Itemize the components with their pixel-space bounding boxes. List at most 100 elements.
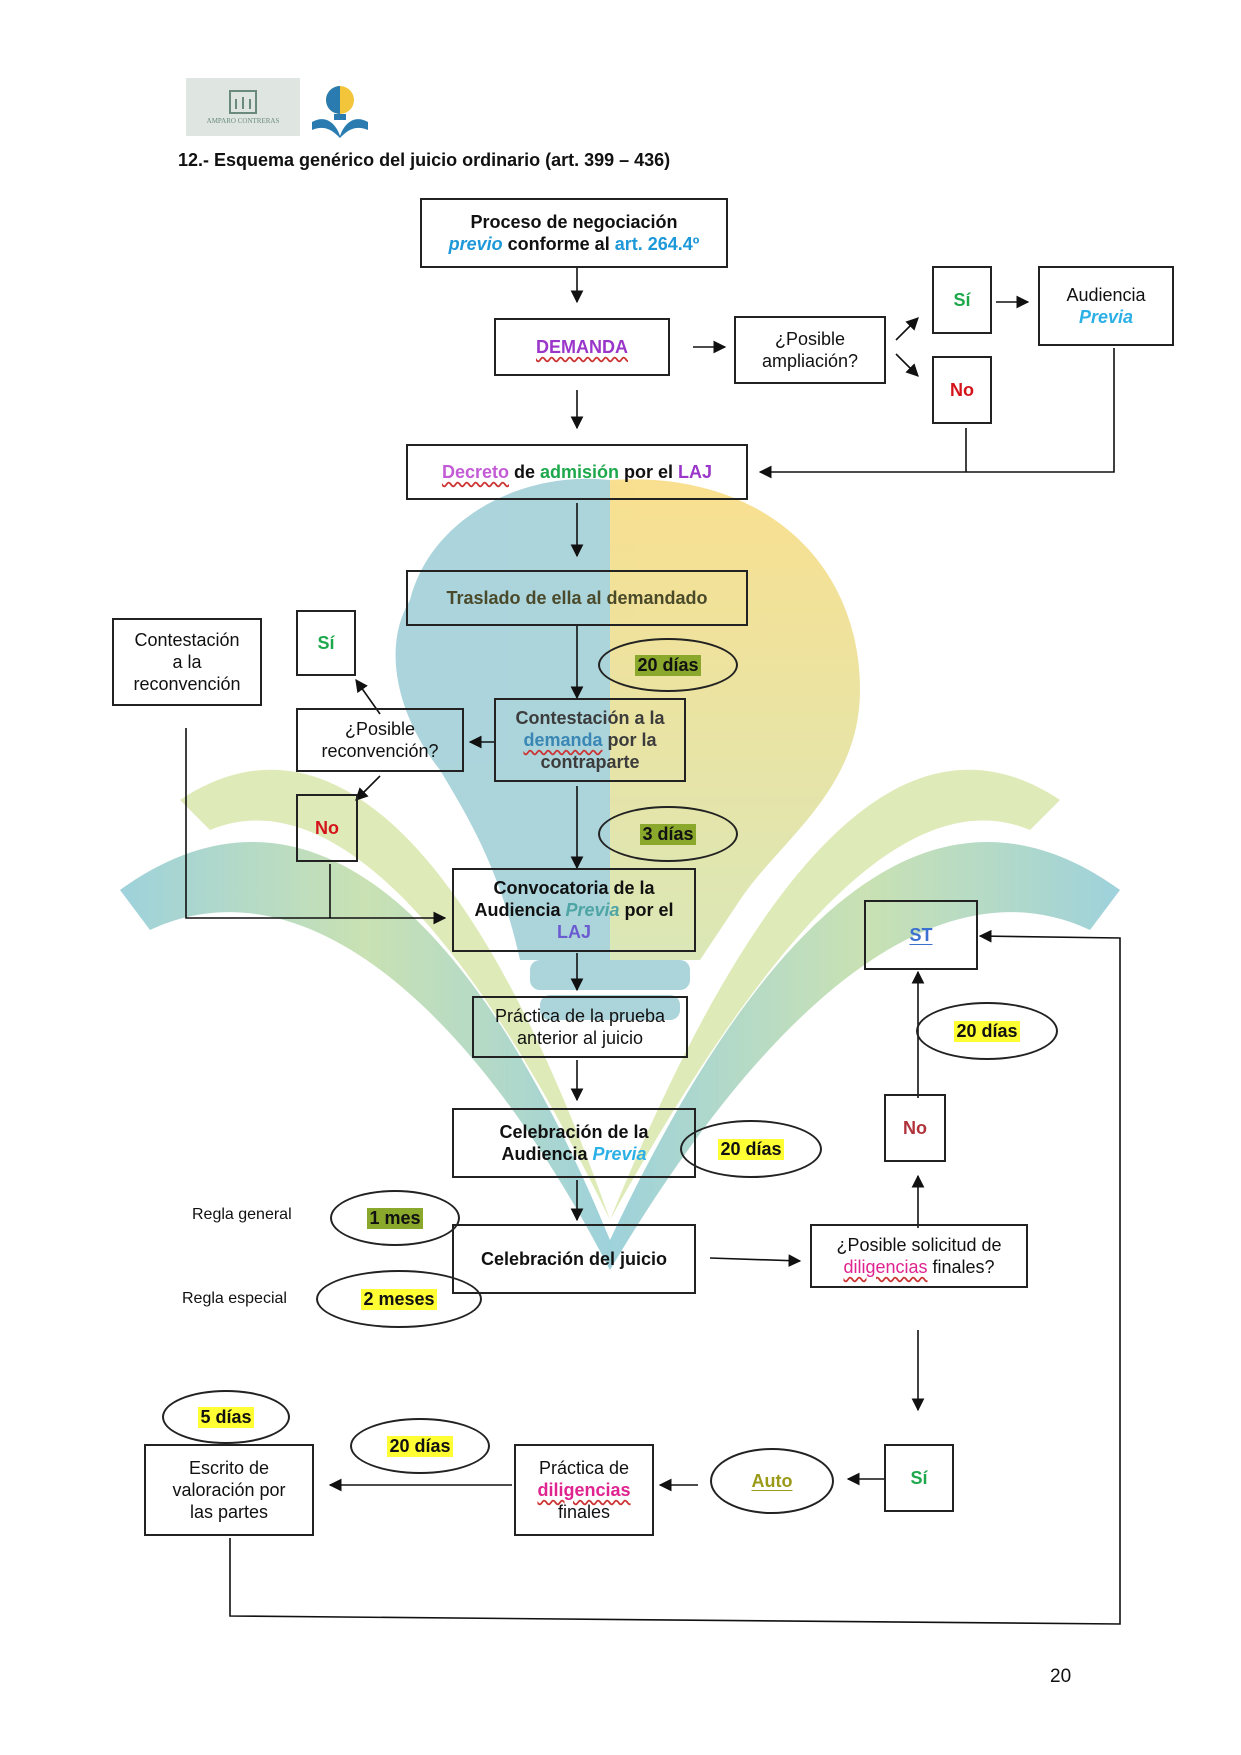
convocatoria-laj: LAJ [556,922,591,942]
page-title: 12.- Esquema genérico del juicio ordinar… [178,150,671,170]
node-celebracion-juicio: Celebración del juicio [452,1224,696,1294]
celeb-aud-audiencia: Audiencia [501,1144,593,1164]
timing-2-meses-label: 2 meses [361,1288,437,1310]
timing-20-dias-st-label: 20 días [954,1020,1020,1042]
decreto-laj: LAJ [678,462,713,482]
timing-20-dias-contestacion: 20 días [598,638,738,692]
negociacion-articulo: art. 264.4º [614,234,700,254]
timing-20-dias-audiencia-label: 20 días [718,1138,784,1160]
si-top-label: Sí [953,290,971,310]
practica-dilig-line3: finales [557,1502,611,1522]
aud-top-line1: Audiencia [1066,285,1146,305]
escrito-line1: Escrito de [188,1458,270,1478]
node-practica-prueba: Práctica de la prueba anterior al juicio [472,996,688,1058]
decreto-word: Decreto [441,462,509,482]
contest-line1: Contestación a la [515,708,665,728]
celeb-juicio-label: Celebración del juicio [480,1249,668,1269]
timing-3-dias: 3 días [598,806,738,862]
escrito-line3: las partes [189,1502,269,1522]
node-si-left: Sí [296,610,356,676]
label-regla-especial: Regla especial [182,1290,287,1307]
node-demanda: DEMANDA [494,318,670,376]
node-no-right: No [884,1094,946,1162]
st-label: ST [909,925,933,945]
node-no-top: No [932,356,992,424]
convocatoria-por-el: por el [619,900,674,920]
logo-amparo: AMPARO CONTRERAS [186,78,300,136]
auto-label: Auto [751,1470,793,1491]
decreto-admision: admisión [540,462,620,482]
timing-3-dias-label: 3 días [640,823,696,845]
escrito-line2: valoración por [172,1480,286,1500]
negociacion-line1: Proceso de negociación [470,212,678,232]
timing-20-dias-contestacion-label: 20 días [635,654,701,676]
practica-dilig-line1: Práctica de [538,1458,630,1478]
node-contestacion-demanda: Contestación a la demanda por la contrap… [494,698,686,782]
contest-recon-line1: Contestación [134,630,240,650]
timing-20-dias-bottom-label: 20 días [387,1435,453,1457]
node-si-top: Sí [932,266,992,334]
timing-20-dias-bottom: 20 días [350,1418,490,1474]
negociacion-previo: previo [448,234,503,254]
node-convocatoria: Convocatoria de la Audiencia Previa por … [452,868,696,952]
label-regla-general: Regla general [192,1206,292,1223]
node-practica-diligencias: Práctica de diligencias finales [514,1444,654,1536]
timing-2-meses: 2 meses [316,1270,482,1328]
negociacion-conforme: conforme al [502,234,615,254]
node-posible-solicitud: ¿Posible solicitud de diligencias finale… [810,1224,1028,1288]
contest-demanda: demanda [523,730,603,750]
node-celebracion-audiencia: Celebración de la Audiencia Previa [452,1108,696,1178]
traslado-label: Traslado de ella al demandado [446,588,708,608]
no-left-label: No [315,818,339,838]
contest-recon-line3: reconvención [133,674,241,694]
logo-text: AMPARO CONTRERAS [206,117,280,125]
timing-1-mes-label: 1 mes [367,1207,423,1229]
aud-top-line2: Previa [1078,307,1134,327]
contest-por-la: por la [602,730,657,750]
ampliacion-line2: ampliación? [761,351,859,371]
building-icon [229,90,257,114]
node-posible-reconvencion: ¿Posible reconvención? [296,708,464,772]
no-right-label: No [903,1118,927,1138]
convocatoria-line1: Convocatoria de la [493,878,655,898]
timing-20-dias-audiencia: 20 días [680,1120,822,1178]
solicitud-finales: finales? [927,1257,995,1277]
posible-recon-line2: reconvención? [321,741,439,761]
si-left-label: Sí [317,633,335,653]
node-traslado: Traslado de ella al demandado [406,570,748,626]
timing-1-mes: 1 mes [330,1190,460,1246]
node-contestacion-reconvencion: Contestación a la reconvención [112,618,262,706]
practica-prueba-line1: Práctica de la prueba [494,1006,666,1026]
contest-line3: contraparte [540,752,640,772]
celeb-aud-previa: Previa [592,1144,647,1164]
no-top-label: No [950,380,974,400]
timing-5-dias: 5 días [162,1390,290,1444]
convocatoria-previa: Previa [565,900,620,920]
decreto-por-el: por el [619,462,679,482]
posible-recon-line1: ¿Posible [344,719,416,739]
contest-recon-line2: a la [172,652,202,672]
bulb-book-logo-icon [312,86,368,138]
decreto-de: de [508,462,540,482]
timing-20-dias-st: 20 días [916,1002,1058,1060]
node-audiencia-previa-top: Audiencia Previa [1038,266,1174,346]
node-negociacion: Proceso de negociación previo conforme a… [420,198,728,268]
node-st: ST [864,900,978,970]
demanda-label: DEMANDA [536,337,628,357]
convocatoria-audiencia: Audiencia [474,900,566,920]
celeb-aud-line1: Celebración de la [499,1122,649,1142]
node-escrito-valoracion: Escrito de valoración por las partes [144,1444,314,1536]
node-no-left: No [296,794,358,862]
node-decreto-admision: Decreto de admisión por el LAJ [406,444,748,500]
ampliacion-line1: ¿Posible [774,329,846,349]
page-number: 20 [1050,1666,1072,1687]
si-bottom-label: Sí [910,1468,928,1488]
practica-prueba-line2: anterior al juicio [516,1028,644,1048]
node-auto: Auto [710,1448,834,1514]
node-posible-ampliacion: ¿Posible ampliación? [734,316,886,384]
node-si-bottom: Sí [884,1444,954,1512]
timing-5-dias-label: 5 días [198,1406,254,1428]
practica-dilig-line2: diligencias [537,1480,631,1500]
solicitud-line1: ¿Posible solicitud de [836,1235,1002,1255]
